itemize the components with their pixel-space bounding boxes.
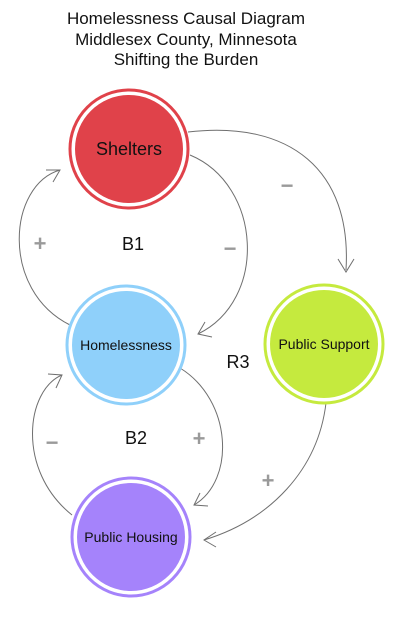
diagram-title-line-3: Shifting the Burden bbox=[114, 50, 259, 69]
public-housing-label: Public Housing bbox=[84, 529, 177, 545]
link-homelessness-to-shelters bbox=[18, 169, 71, 326]
sign-public-housing-to-homelessness: − bbox=[46, 430, 59, 455]
link-homelessness-to-public-housing bbox=[179, 367, 223, 506]
shelters-ring bbox=[68, 88, 190, 210]
public-housing-circle bbox=[77, 483, 185, 591]
sign-public-support-to-public-housing: + bbox=[262, 468, 275, 493]
node-public-housing: Public Housing bbox=[70, 476, 192, 598]
sign-shelters-to-public-support: − bbox=[281, 173, 294, 198]
homelessness-label: Homelessness bbox=[80, 337, 172, 353]
public-support-ring bbox=[263, 283, 385, 405]
link-public-support-to-public-housing bbox=[203, 402, 327, 541]
link-shelters-to-public-support bbox=[187, 129, 347, 271]
public-support-circle bbox=[270, 290, 378, 398]
loop-label-r3: R3 bbox=[226, 352, 249, 372]
homelessness-circle bbox=[72, 291, 180, 399]
arrowhead-to-public-support bbox=[337, 258, 355, 273]
arrowhead-to-public-housing-from-public-support bbox=[203, 531, 217, 548]
node-public-support: Public Support bbox=[263, 283, 385, 405]
arrowhead-to-homelessness-from-public-housing bbox=[47, 373, 63, 389]
shelters-label: Shelters bbox=[96, 139, 162, 159]
sign-shelters-to-homelessness: − bbox=[224, 236, 237, 261]
diagram-title-line-1: Homelessness Causal Diagram bbox=[67, 9, 305, 28]
loop-label-b2: B2 bbox=[125, 428, 147, 448]
link-shelters-to-homelessness bbox=[189, 154, 248, 335]
loop-label-b1: B1 bbox=[122, 234, 144, 254]
sign-homelessness-to-shelters: + bbox=[34, 231, 47, 256]
homelessness-ring bbox=[65, 284, 187, 406]
public-housing-ring bbox=[70, 476, 192, 598]
node-shelters: Shelters bbox=[68, 88, 190, 210]
arrowhead-to-public-housing-from-homelessness bbox=[193, 492, 209, 507]
node-homelessness: Homelessness bbox=[65, 284, 187, 406]
arrowhead-to-homelessness bbox=[197, 321, 213, 338]
sign-homelessness-to-public-housing: + bbox=[193, 426, 206, 451]
shelters-circle bbox=[75, 95, 183, 203]
arrowhead-to-shelters bbox=[46, 169, 61, 183]
public-support-label: Public Support bbox=[278, 336, 369, 352]
diagram-title-line-2: Middlesex County, Minnesota bbox=[75, 30, 297, 49]
link-public-housing-to-homelessness bbox=[32, 374, 73, 516]
